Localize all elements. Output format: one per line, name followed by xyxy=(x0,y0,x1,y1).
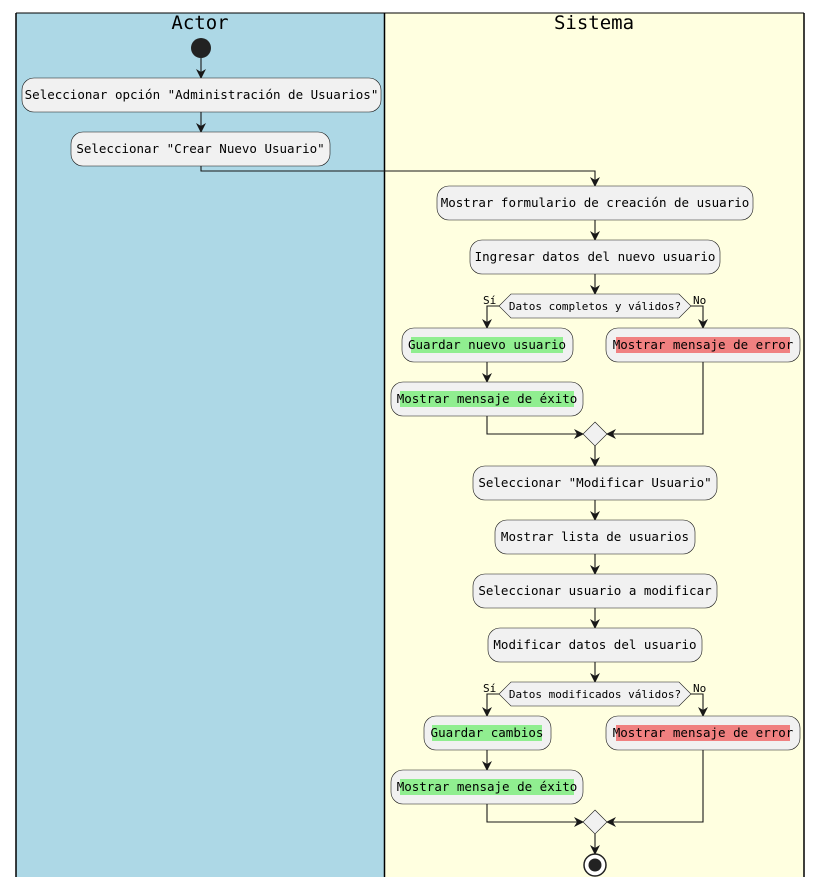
activity-error-2: Mostrar mensaje de error xyxy=(605,715,801,751)
svg-text:Mostrar lista de usuarios: Mostrar lista de usuarios xyxy=(501,529,689,544)
activity-save-user: Guardar nuevo usuario xyxy=(401,327,574,363)
decision-valid-changes: Datos modificados válidos? xyxy=(498,681,692,707)
svg-text:Mostrar mensaje de error: Mostrar mensaje de error xyxy=(613,337,794,352)
activity-success-2: Mostrar mensaje de éxito xyxy=(390,769,584,805)
activity-show-list: Mostrar lista de usuarios xyxy=(494,519,696,555)
activity-save-changes: Guardar cambios xyxy=(423,715,552,751)
svg-text:Modificar datos del usuario: Modificar datos del usuario xyxy=(493,637,696,652)
branch-label-yes-1: Sí xyxy=(483,294,496,307)
activity-enter-data: Ingresar datos del nuevo usuario xyxy=(469,239,721,275)
svg-text:Mostrar formulario de creación: Mostrar formulario de creación de usuari… xyxy=(441,195,750,210)
lane-title-actor: Actor xyxy=(171,12,228,34)
decision-valid-data: Datos completos y válidos? xyxy=(498,293,692,319)
branch-label-no-1: No xyxy=(693,294,706,307)
activity-modify-data: Modificar datos del usuario xyxy=(487,627,703,663)
svg-text:Guardar cambios: Guardar cambios xyxy=(431,725,544,740)
svg-text:Datos completos y válidos?: Datos completos y válidos? xyxy=(509,300,681,313)
activity-select-admin: Seleccionar opción "Administración de Us… xyxy=(21,77,382,113)
svg-text:Mostrar mensaje de éxito: Mostrar mensaje de éxito xyxy=(397,391,578,406)
svg-text:Ingresar datos del nuevo usuar: Ingresar datos del nuevo usuario xyxy=(475,249,716,264)
activity-select-user: Seleccionar usuario a modificar xyxy=(472,573,718,609)
svg-text:Mostrar mensaje de éxito: Mostrar mensaje de éxito xyxy=(397,779,578,794)
lane-title-system: Sistema xyxy=(554,12,634,34)
svg-text:Seleccionar "Modificar Usuario: Seleccionar "Modificar Usuario" xyxy=(478,475,711,490)
svg-text:Seleccionar opción "Administra: Seleccionar opción "Administración de Us… xyxy=(25,87,379,102)
svg-text:Seleccionar "Crear Nuevo Usuar: Seleccionar "Crear Nuevo Usuario" xyxy=(76,141,324,156)
svg-text:Guardar nuevo usuario: Guardar nuevo usuario xyxy=(408,337,566,352)
start-node xyxy=(191,38,211,58)
activity-show-form: Mostrar formulario de creación de usuari… xyxy=(436,185,754,221)
end-node xyxy=(583,853,607,877)
svg-text:Seleccionar usuario a modifica: Seleccionar usuario a modificar xyxy=(478,583,712,598)
activity-select-modify: Seleccionar "Modificar Usuario" xyxy=(472,465,718,501)
merge-node-2 xyxy=(582,809,608,835)
branch-label-no-2: No xyxy=(693,682,706,695)
activity-error-1: Mostrar mensaje de error xyxy=(605,327,801,363)
activity-success-1: Mostrar mensaje de éxito xyxy=(390,381,584,417)
merge-node-1 xyxy=(582,421,608,447)
branch-label-yes-2: Sí xyxy=(483,682,496,695)
activity-select-create: Seleccionar "Crear Nuevo Usuario" xyxy=(70,131,331,167)
svg-text:Datos modificados válidos?: Datos modificados válidos? xyxy=(509,688,681,701)
svg-text:Mostrar mensaje de error: Mostrar mensaje de error xyxy=(613,725,794,740)
